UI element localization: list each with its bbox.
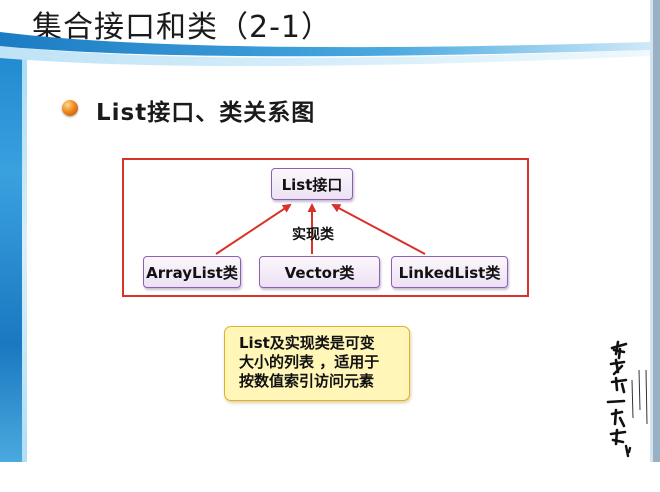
left-frame-decoration [0,0,26,492]
slide-title: 集合接口和类（2-1） [32,10,332,45]
arrow-linkedlist [331,204,426,255]
title-swoosh-decoration [0,32,650,67]
callout-line: List及实现类是可变 [239,334,375,352]
note-callout: List及实现类是可变 大小的列表 ，适用于 按数值索引访问元素 [224,326,410,401]
callout-line: 按数值索引访问元素 [239,372,375,390]
linkedlist-class-node: LinkedList类 [391,256,508,288]
bottom-bar [0,462,660,492]
section-heading: List接口、类关系图 [96,100,316,126]
relation-label: 实现类 [292,227,334,243]
callout-line: 大小的列表 ，适用于 [239,353,380,371]
right-scrollbar[interactable] [650,0,660,492]
vector-class-node: Vector类 [259,256,380,288]
left-frame-highlight [22,0,27,492]
list-interface-node: List接口 [271,168,353,200]
handwriting-logo-decoration [606,340,648,458]
arraylist-class-node: ArrayList类 [143,256,241,288]
bullet-icon [62,100,78,116]
title-band: 集合接口和类（2-1） [0,0,650,45]
arrow-arraylist [215,203,292,255]
